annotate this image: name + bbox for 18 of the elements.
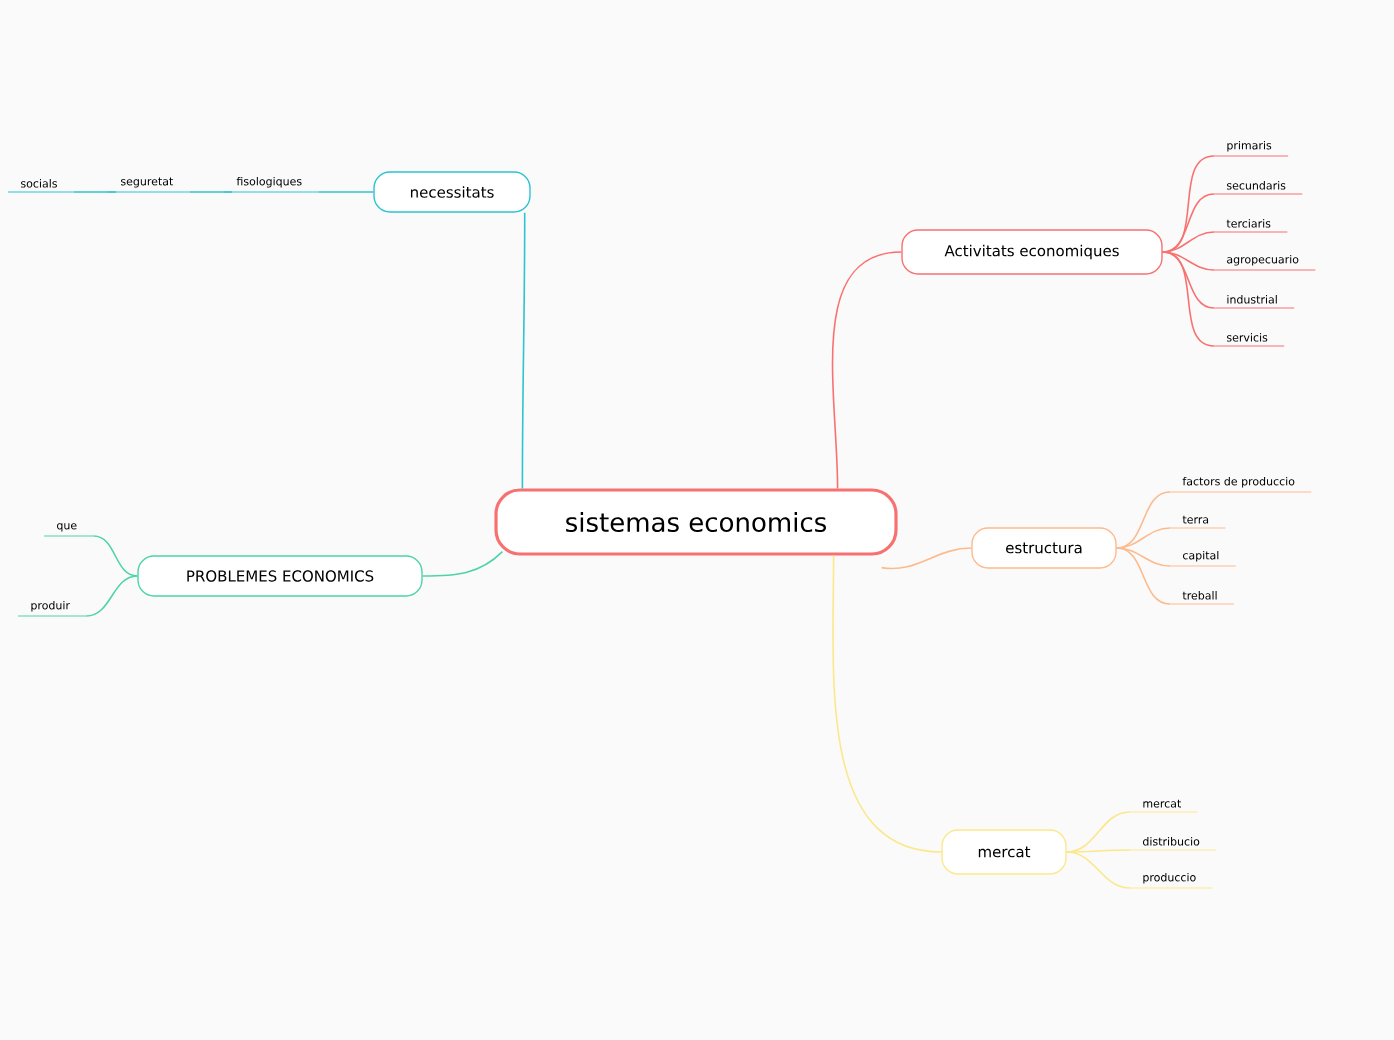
connector <box>831 251 903 490</box>
connector <box>188 191 233 193</box>
connector <box>1115 527 1171 549</box>
connector <box>832 554 943 853</box>
connector <box>1115 547 1171 605</box>
central-topic-box: sistemas economics <box>494 488 898 556</box>
connector <box>521 211 526 490</box>
connector <box>1065 851 1131 889</box>
connector <box>1161 251 1215 347</box>
connector <box>92 535 139 577</box>
connector <box>1065 849 1131 853</box>
connector <box>73 191 117 193</box>
connector <box>317 191 375 193</box>
connector <box>1115 547 1171 567</box>
connector <box>1161 231 1215 253</box>
connector <box>85 575 139 617</box>
connector <box>880 547 973 570</box>
connector <box>421 550 504 577</box>
